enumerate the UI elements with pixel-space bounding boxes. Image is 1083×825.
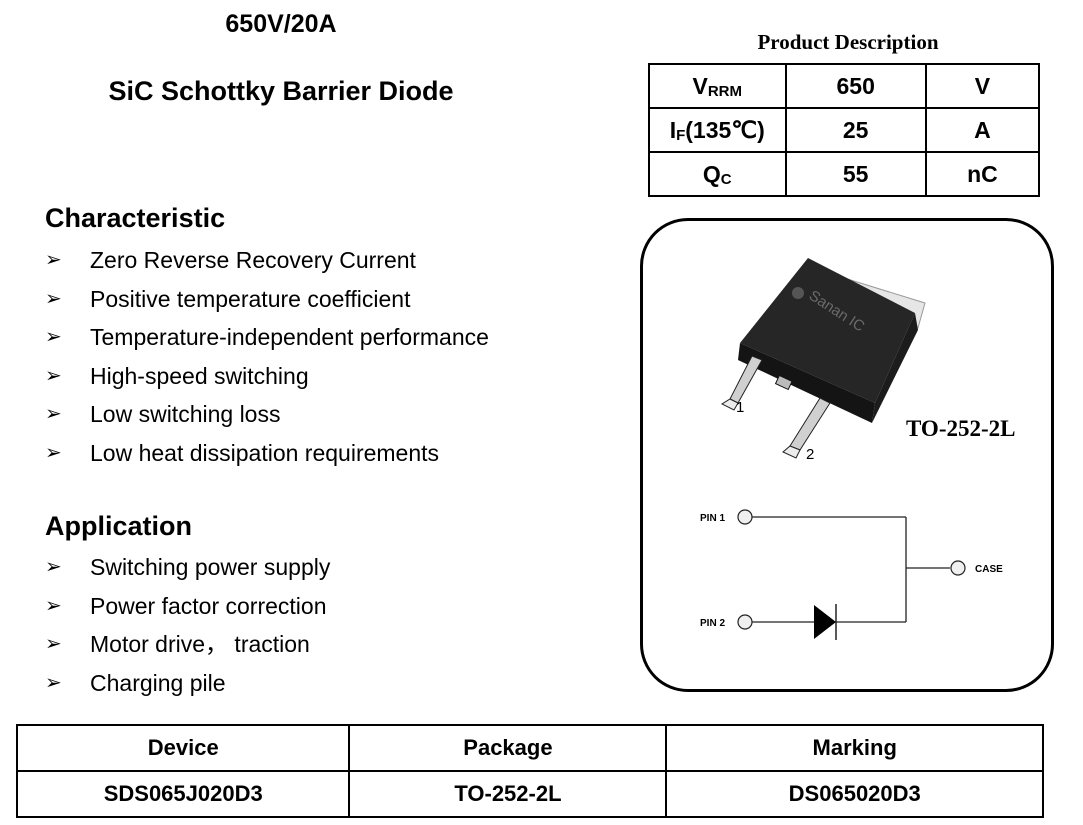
table-header-row: Device Package Marking	[15, 724, 1044, 772]
list-item: ➢Zero Reverse Recovery Current	[45, 241, 489, 280]
table-row: IF(135℃) 25 A	[648, 107, 1041, 153]
package-illustration-box	[640, 218, 1054, 692]
column-header: Package	[348, 724, 668, 772]
table-row: VRRM 650 V	[648, 63, 1041, 109]
case-label: CASE	[975, 564, 1003, 575]
pin2-label: PIN 2	[700, 618, 725, 629]
arrow-bullet-icon: ➢	[45, 594, 62, 617]
unit-cell: A	[924, 107, 1041, 153]
list-item: ➢Charging pile	[45, 664, 330, 703]
pin-number-1: 1	[736, 399, 744, 416]
rating-title: 650V/20A	[225, 10, 337, 38]
arrow-bullet-icon: ➢	[45, 287, 62, 310]
list-item: ➢Power factor correction	[45, 587, 330, 626]
arrow-bullet-icon: ➢	[45, 326, 62, 348]
device-cell: SDS065J020D3	[15, 770, 351, 818]
product-description-table: VRRM 650 V IF(135℃) 25 A QC 55 nC	[648, 63, 1041, 197]
application-list: ➢Switching power supply ➢Power factor co…	[45, 548, 330, 702]
unit-cell: nC	[924, 151, 1041, 197]
unit-cell: V	[924, 63, 1041, 109]
package-label: TO-252-2L	[906, 416, 1016, 441]
marking-cell: DS065020D3	[665, 770, 1044, 818]
product-description-title: Product Description	[757, 30, 939, 54]
list-item: ➢High-speed switching	[45, 357, 489, 396]
product-type-title: SiC Schottky Barrier Diode	[108, 76, 454, 106]
table-row: QC 55 nC	[648, 151, 1041, 197]
package-body-top	[740, 258, 915, 403]
arrow-bullet-icon: ➢	[45, 671, 62, 694]
schematic	[752, 516, 950, 640]
list-item: ➢Motor drive， traction	[45, 625, 330, 664]
application-heading: Application	[45, 511, 192, 541]
column-header: Device	[15, 724, 351, 772]
diode-icon	[814, 605, 836, 639]
characteristic-heading: Characteristic	[45, 203, 226, 233]
column-header: Marking	[665, 724, 1044, 772]
list-item: ➢Low switching loss	[45, 395, 489, 434]
case-terminal-icon	[950, 560, 966, 576]
param-cell: VRRM	[648, 63, 787, 109]
arrow-bullet-icon: ➢	[45, 403, 62, 425]
package-cell: TO-252-2L	[348, 770, 668, 818]
arrow-bullet-icon: ➢	[45, 556, 62, 578]
pin-number-2: 2	[806, 446, 814, 463]
arrow-bullet-icon: ➢	[45, 441, 62, 464]
package-drawing: Sanan IC 1 2 PIN 1 PIN 2 CASE	[700, 258, 1003, 640]
center-stub	[774, 374, 793, 391]
list-item: ➢Positive temperature coefficient	[45, 280, 489, 319]
param-cell: IF(135℃)	[648, 107, 787, 153]
pin1-label: PIN 1	[700, 513, 725, 524]
list-item: ➢Low heat dissipation requirements	[45, 434, 489, 473]
value-cell: 650	[784, 63, 927, 109]
pin1-terminal-icon	[737, 509, 753, 525]
lead-2	[789, 397, 831, 451]
arrow-bullet-icon: ➢	[45, 249, 62, 271]
arrow-bullet-icon: ➢	[45, 633, 62, 655]
brand-logo-icon	[792, 287, 804, 299]
arrow-bullet-icon: ➢	[45, 364, 62, 387]
table-row: SDS065J020D3 TO-252-2L DS065020D3	[15, 770, 1044, 818]
pin2-terminal-icon	[737, 614, 753, 630]
package-body-side	[738, 343, 875, 423]
characteristic-list: ➢Zero Reverse Recovery Current ➢Positive…	[45, 241, 489, 472]
list-item: ➢Switching power supply	[45, 548, 330, 587]
ordering-info-table: Device Package Marking SDS065J020D3 TO-2…	[15, 724, 1044, 818]
param-cell: QC	[648, 151, 787, 197]
value-cell: 55	[784, 151, 927, 197]
list-item: ➢Temperature-independent performance	[45, 318, 489, 357]
value-cell: 25	[784, 107, 927, 153]
